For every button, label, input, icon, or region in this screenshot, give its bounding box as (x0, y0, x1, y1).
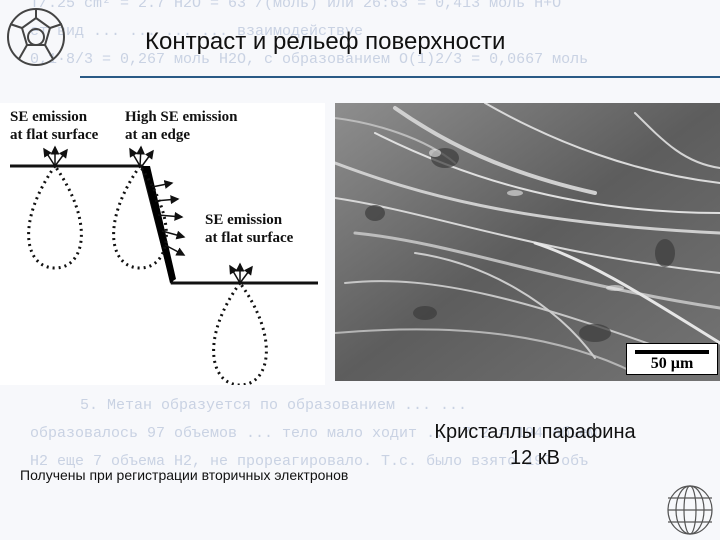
arrows-flat-1 (44, 147, 67, 166)
arrows-edge (130, 147, 184, 255)
caption-line-2: 12 кВ (405, 445, 665, 471)
se-emission-diagram: SE emission at flat surface High SE emis… (0, 103, 325, 385)
arrows-flat-2 (230, 264, 252, 283)
scale-bar-box: 50 µm (626, 343, 718, 375)
fullerene-logo-icon (4, 4, 68, 70)
caption-line-1: Кристаллы парафина (405, 419, 665, 445)
sem-micrograph: 50 µm (335, 103, 720, 381)
surface-profile (10, 166, 318, 283)
paraffin-crystals-image (335, 103, 720, 381)
slide-title: Контраст и рельеф поверхности (145, 28, 505, 56)
interaction-volume-1 (29, 166, 82, 268)
micrograph-caption: Кристаллы парафина 12 кВ (405, 419, 665, 471)
nanotube-icon (660, 480, 720, 540)
diagram-drawing (0, 103, 325, 385)
interaction-volume-3 (214, 283, 267, 385)
diagram-caption: Получены при регистрации вторичных элект… (20, 467, 348, 483)
title-underline (80, 76, 720, 78)
scale-bar-label: 50 µm (627, 355, 717, 373)
bg-note-line: T/.25 cm² = 2.7 H2O = 63 /(моль) или 26:… (0, 0, 720, 18)
bg-note-line: 5. Метан образуется по образованием ... … (0, 392, 720, 420)
scale-bar (635, 350, 709, 354)
